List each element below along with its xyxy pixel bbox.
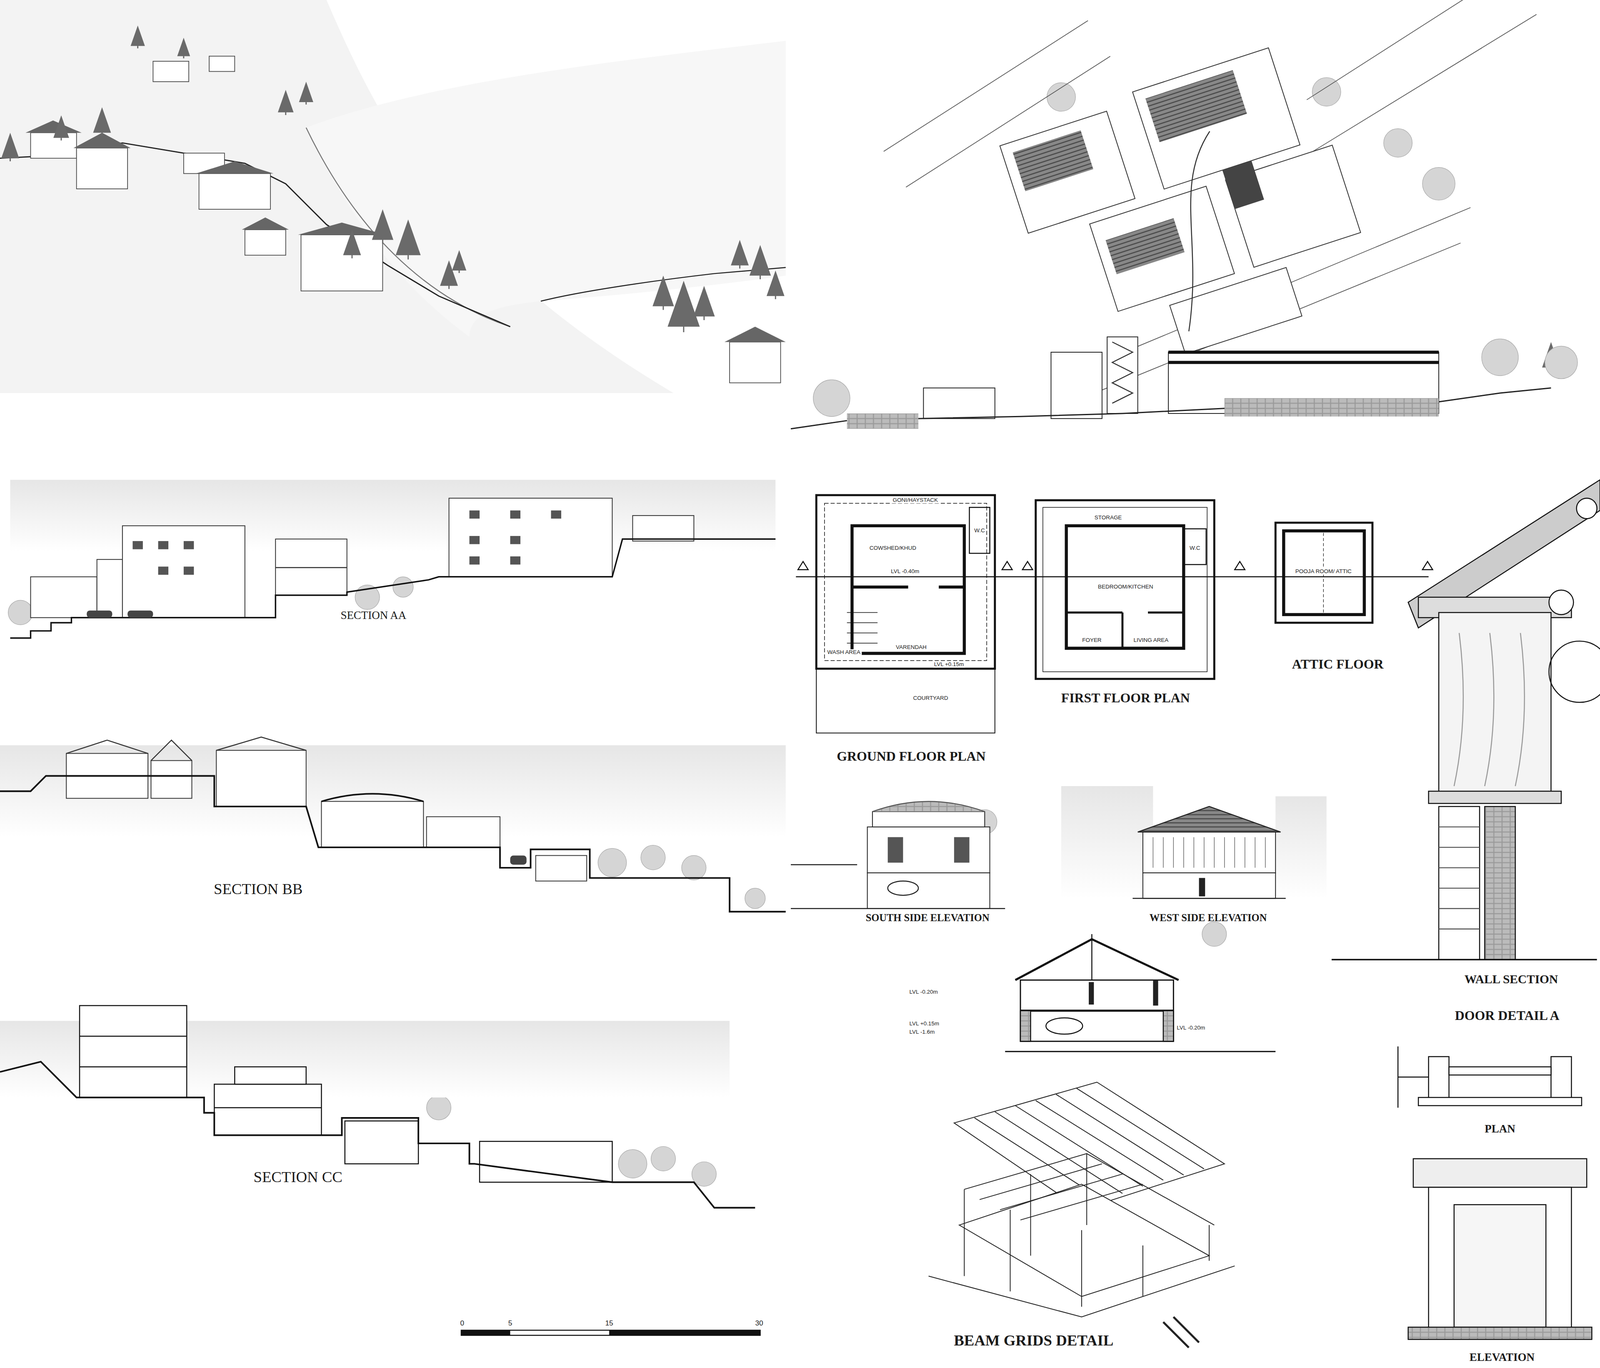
deciduous-tree <box>392 576 414 598</box>
deciduous-tree <box>1422 167 1455 200</box>
floor-plans <box>795 495 1433 733</box>
section-bb <box>0 736 786 912</box>
room-label: COURTYARD <box>911 695 950 702</box>
pine-tree <box>667 280 700 333</box>
deciduous-tree <box>813 379 850 417</box>
deciduous-tree <box>1312 77 1341 107</box>
drawing-title: SECTION AA <box>340 609 407 622</box>
house-section <box>1005 933 1276 1052</box>
pine-tree <box>766 270 785 300</box>
scale-bar <box>461 1329 761 1335</box>
deciduous-tree <box>1202 921 1227 947</box>
drawing-title: SOUTH SIDE ELEVATION <box>865 911 990 923</box>
deciduous-tree <box>1047 82 1076 112</box>
drawing-title: FIRST FLOOR PLAN <box>1061 690 1190 706</box>
drawing-title: ELEVATION <box>1469 1350 1535 1364</box>
beam-grid <box>928 1081 1235 1348</box>
house-elevations <box>790 785 1327 909</box>
deciduous-tree <box>597 847 627 877</box>
room-label: LIVING AREA <box>1132 636 1170 643</box>
deciduous-tree <box>1481 338 1519 376</box>
drawing-title: ATTIC FLOOR <box>1292 657 1384 672</box>
room-label: STORAGE <box>1093 514 1124 521</box>
trees <box>1 25 1578 1186</box>
room-label: W.C <box>1188 545 1202 552</box>
drawing-title: 30 <box>755 1318 764 1327</box>
room-label: GONI/HAYSTACK <box>891 497 940 504</box>
room-label: LVL -0.40m <box>889 568 921 575</box>
drawing-title: WALL SECTION <box>1464 971 1558 985</box>
drawing-title: 15 <box>605 1318 614 1327</box>
deciduous-tree <box>618 1149 648 1178</box>
room-label: POOJA ROOM/ ATTIC <box>1294 568 1353 575</box>
deciduous-tree <box>640 845 666 870</box>
site-elevation <box>790 336 1551 429</box>
room-label: WASH AREA <box>826 648 863 655</box>
pine-tree <box>277 90 294 115</box>
drawing-title: 5 <box>508 1318 513 1327</box>
pine-tree <box>130 25 145 49</box>
deciduous-tree <box>8 600 33 625</box>
deciduous-tree <box>681 855 707 880</box>
room-label: LVL -0.20m <box>908 988 940 995</box>
pine-tree <box>693 285 715 320</box>
drawing-title: BEAM GRIDS DETAIL <box>953 1331 1114 1348</box>
room-label: LVL +0.15m <box>908 1020 941 1027</box>
pine-tree <box>342 229 361 259</box>
room-label: W.C <box>972 527 986 534</box>
pine-tree <box>452 250 467 273</box>
pine-tree <box>1 132 20 162</box>
room-label: FOYER <box>1080 636 1103 643</box>
hillside <box>0 0 786 393</box>
room-label: LVL -1.6m <box>908 1028 937 1035</box>
section-cc <box>0 1005 755 1208</box>
room-label: BEDROOM/KITCHEN <box>1096 583 1155 590</box>
pine-tree <box>652 275 674 310</box>
deciduous-tree <box>1383 128 1413 158</box>
deciduous-tree <box>745 887 766 909</box>
pine-tree <box>299 81 314 105</box>
pine-tree <box>372 209 394 244</box>
room-label: VARENDAH <box>894 643 928 650</box>
deciduous-tree <box>691 1161 717 1186</box>
section-aa <box>10 479 776 638</box>
drawing-title: DOOR DETAIL A <box>1455 1007 1560 1023</box>
pine-tree <box>177 37 190 59</box>
pine-tree <box>92 107 111 136</box>
room-label: LVL -0.20m <box>1175 1024 1207 1031</box>
wall-section <box>1331 479 1600 960</box>
drawing-title: SECTION BB <box>213 880 303 898</box>
deciduous-tree <box>650 1146 676 1171</box>
drawing-title: WEST SIDE ELEVATION <box>1149 911 1268 923</box>
room-label: COWSHED/KHUD <box>868 545 918 552</box>
drawing-title: PLAN <box>1484 1122 1515 1135</box>
deciduous-tree <box>426 1095 452 1120</box>
door-detail <box>1397 1045 1592 1339</box>
deciduous-tree <box>1545 345 1578 379</box>
pine-tree <box>395 219 421 260</box>
pine-tree <box>749 245 771 280</box>
room-label: LVL +0.15m <box>932 661 965 668</box>
pine-tree <box>53 115 70 141</box>
pine-tree <box>730 240 749 269</box>
site-plan <box>864 0 1600 433</box>
drawing-title: GROUND FLOOR PLAN <box>836 748 986 764</box>
drawing-title: SECTION CC <box>253 1167 343 1185</box>
drawing-title: 0 <box>460 1318 465 1327</box>
